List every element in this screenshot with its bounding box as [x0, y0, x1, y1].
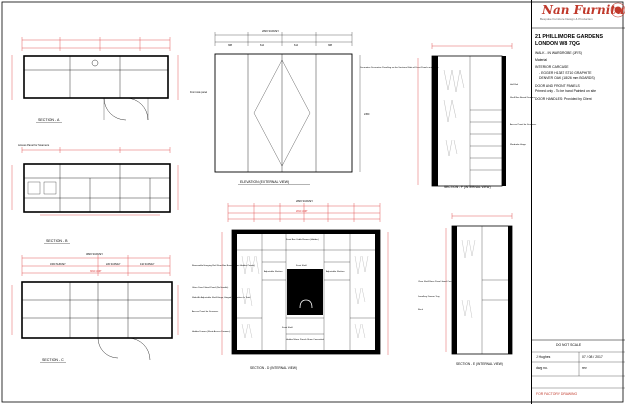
annotation-access-panel-d: Access Panel for Scanners: [192, 310, 219, 313]
annotation-glass-door: Glass Door Fluted Panel (No Handle): [192, 286, 229, 289]
section-d-label: SECTION - D (INTERNAL VIEW): [250, 366, 297, 370]
sheet-border: [1, 1, 624, 403]
annotation-mirror-door: Hidden Mirror Panels Show Concealed: [286, 338, 324, 341]
annotation-shelf-f: Shelf Box Boxed Drawers: [510, 96, 536, 99]
annotation-sliding-rail: Slide Alu Adjustable Shelf Hinge, Hinged…: [192, 296, 251, 299]
dim-elev-seg3: 614: [294, 44, 299, 47]
annotation-hall-rail-f: Hall Rail: [510, 84, 519, 86]
section-f-internal-view: Hall Rail Shelf Box Boxed Drawers Access…: [417, 43, 537, 189]
rev-label: rev: [582, 366, 587, 370]
dim-survey-c: 3820 SURVEY: [86, 252, 103, 256]
section-a-plan: SECTION - A Access Panel for Scanners: [11, 37, 179, 147]
annotation-access-panel-f: Access Panel for Scanners: [510, 123, 537, 126]
section-d-internal-view: 2820 SURVEY 2810 UNIT: [192, 199, 389, 370]
drawn-by: J Hughes: [536, 355, 551, 359]
dim-elev-seg1: 388: [228, 44, 233, 47]
annotation-access-panel-a: Access Panel for Scanners: [18, 143, 50, 147]
material-carcase: INTERIOR CARCASE: [535, 65, 569, 69]
dim-c-seg2: 220 SURVEY: [106, 263, 121, 266]
section-b-label: SECTION - B: [46, 239, 68, 243]
doors-heading: DOOR AND FRONT PANELS: [535, 84, 580, 88]
annotation-adjustable-shelves-l: Adjustable Shelves: [264, 270, 284, 273]
material-heading: Material: [535, 58, 548, 62]
annotation-rail-f: Wardrobe Hinge: [510, 143, 527, 146]
section-e-internal-view: Clear Shelf Base Panel Jewel Cases Jewel…: [418, 213, 513, 366]
dim-c-seg3: 410 SURVEY: [140, 263, 155, 266]
address-line-1: 21 PHILLIMORE GARDENS: [535, 34, 603, 40]
dim-survey-d: 2820 SURVEY: [296, 199, 313, 203]
dwg-no-label: dwg no.: [536, 366, 548, 370]
doors-spec: Primed only - To be hand Painted on site: [535, 89, 597, 93]
annotation-wardrobe-mirror: Wardrobe mirror Hidden Sliding Panels: [330, 230, 369, 233]
title-block: Nan Furniture Bespoke Furniture Design &…: [531, 0, 625, 404]
annotation-glass-shelf: Front Shelf: [296, 264, 307, 267]
annotation-rack-e: Rack: [418, 309, 424, 311]
section-c-plan: 3820 SURVEY 1660 SURVEY 220 SURVEY 410 S…: [11, 252, 179, 363]
dim-height-elev: 2450: [364, 113, 370, 116]
annotation-adjustable-shelves-r: Adjustable Shelves: [326, 270, 346, 273]
annotation-hidden-drawer: Hidden Drawer (Short Access Drawers): [192, 330, 230, 333]
elevation-external-view: 2820 SURVEY 388 614 614 388 2450 Front s…: [190, 29, 439, 185]
dim-c-seg1: 1660 SURVEY: [50, 263, 66, 266]
drawing-status: FOR FACTORY DRAWING: [536, 392, 578, 396]
section-b-plan: SECTION - B: [11, 147, 179, 244]
company-tagline: Bespoke Furniture Design & Production: [540, 17, 593, 21]
annotation-clear-shelf-e: Clear Shelf Base Panel Jewel Cases: [418, 280, 455, 283]
annotation-decorative-note: Decorative Decorative Panelling on the S…: [360, 66, 439, 69]
elevation-label: ELEVATION (EXTERNAL VIEW): [240, 180, 289, 184]
material-spec-1: - EGGER H1387 ST10 GRAPHITE: [539, 71, 592, 75]
annotation-front-box-cable: Front Box Cable Runner (Hidden): [286, 238, 319, 241]
annotation-jewellery-e: Jewellery Drawer Tray: [418, 295, 441, 298]
dim-elev-seg2: 614: [260, 44, 265, 47]
section-f-label: SECTION - F (INTERNAL VIEW): [444, 185, 491, 189]
section-a-label: SECTION - A: [38, 118, 60, 122]
annotation-front-shelf2: Front Shelf: [282, 326, 293, 329]
title-block-lines: [532, 2, 625, 389]
item-name: WALK - IN WARDROBE (JR'S): [535, 51, 582, 55]
door-handles: DOOR HANDLES: Provided by Client: [535, 97, 592, 101]
section-e-label: SECTION - E (INTERNAL VIEW): [456, 362, 503, 366]
section-c-label: SECTION - C: [42, 358, 64, 362]
company-logo: Nan Furniture: [542, 3, 625, 17]
material-spec-2: DENVER OAK (18/26 mm BOARDS): [539, 76, 595, 80]
annotation-front-side-panel: Front side panel: [190, 91, 208, 94]
address-line-2: LONDON W8 7QG: [535, 41, 581, 47]
drawing-date: 07 / 08 / 2017: [582, 355, 603, 359]
scale-note: DO NOT SCALE: [556, 343, 582, 347]
dim-elev-seg4: 388: [328, 44, 333, 47]
dim-survey-top: 2820 SURVEY: [262, 29, 279, 33]
dim-c-unit: 3810 UNIT: [90, 270, 102, 273]
dim-unit-d: 2810 UNIT: [296, 210, 308, 213]
annotation-removable-hanging: Removable Hanging Rail Floor Box Boxes (…: [192, 264, 255, 267]
